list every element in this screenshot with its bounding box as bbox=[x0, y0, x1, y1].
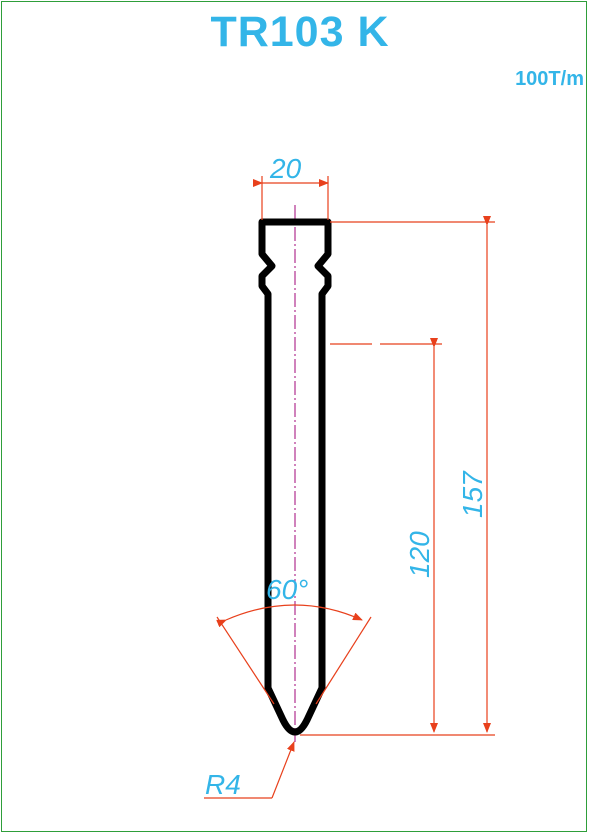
tonnage-rating: 100T/m bbox=[515, 68, 584, 90]
punch-profile bbox=[258, 218, 332, 736]
total-height-dimension: 157 bbox=[300, 216, 495, 736]
height-dimension: 120 bbox=[330, 338, 442, 733]
height-label: 120 bbox=[404, 531, 435, 578]
radius-label: R4 bbox=[205, 769, 241, 800]
tool-title: TR103 K bbox=[210, 8, 390, 56]
total-height-label: 157 bbox=[457, 470, 488, 518]
angle-dimension: 60° bbox=[216, 574, 372, 705]
angle-label: 60° bbox=[266, 574, 308, 605]
width-dimension: 20 bbox=[253, 153, 329, 220]
radius-dimension: R4 bbox=[204, 741, 295, 800]
width-dimension-label: 20 bbox=[269, 153, 302, 184]
